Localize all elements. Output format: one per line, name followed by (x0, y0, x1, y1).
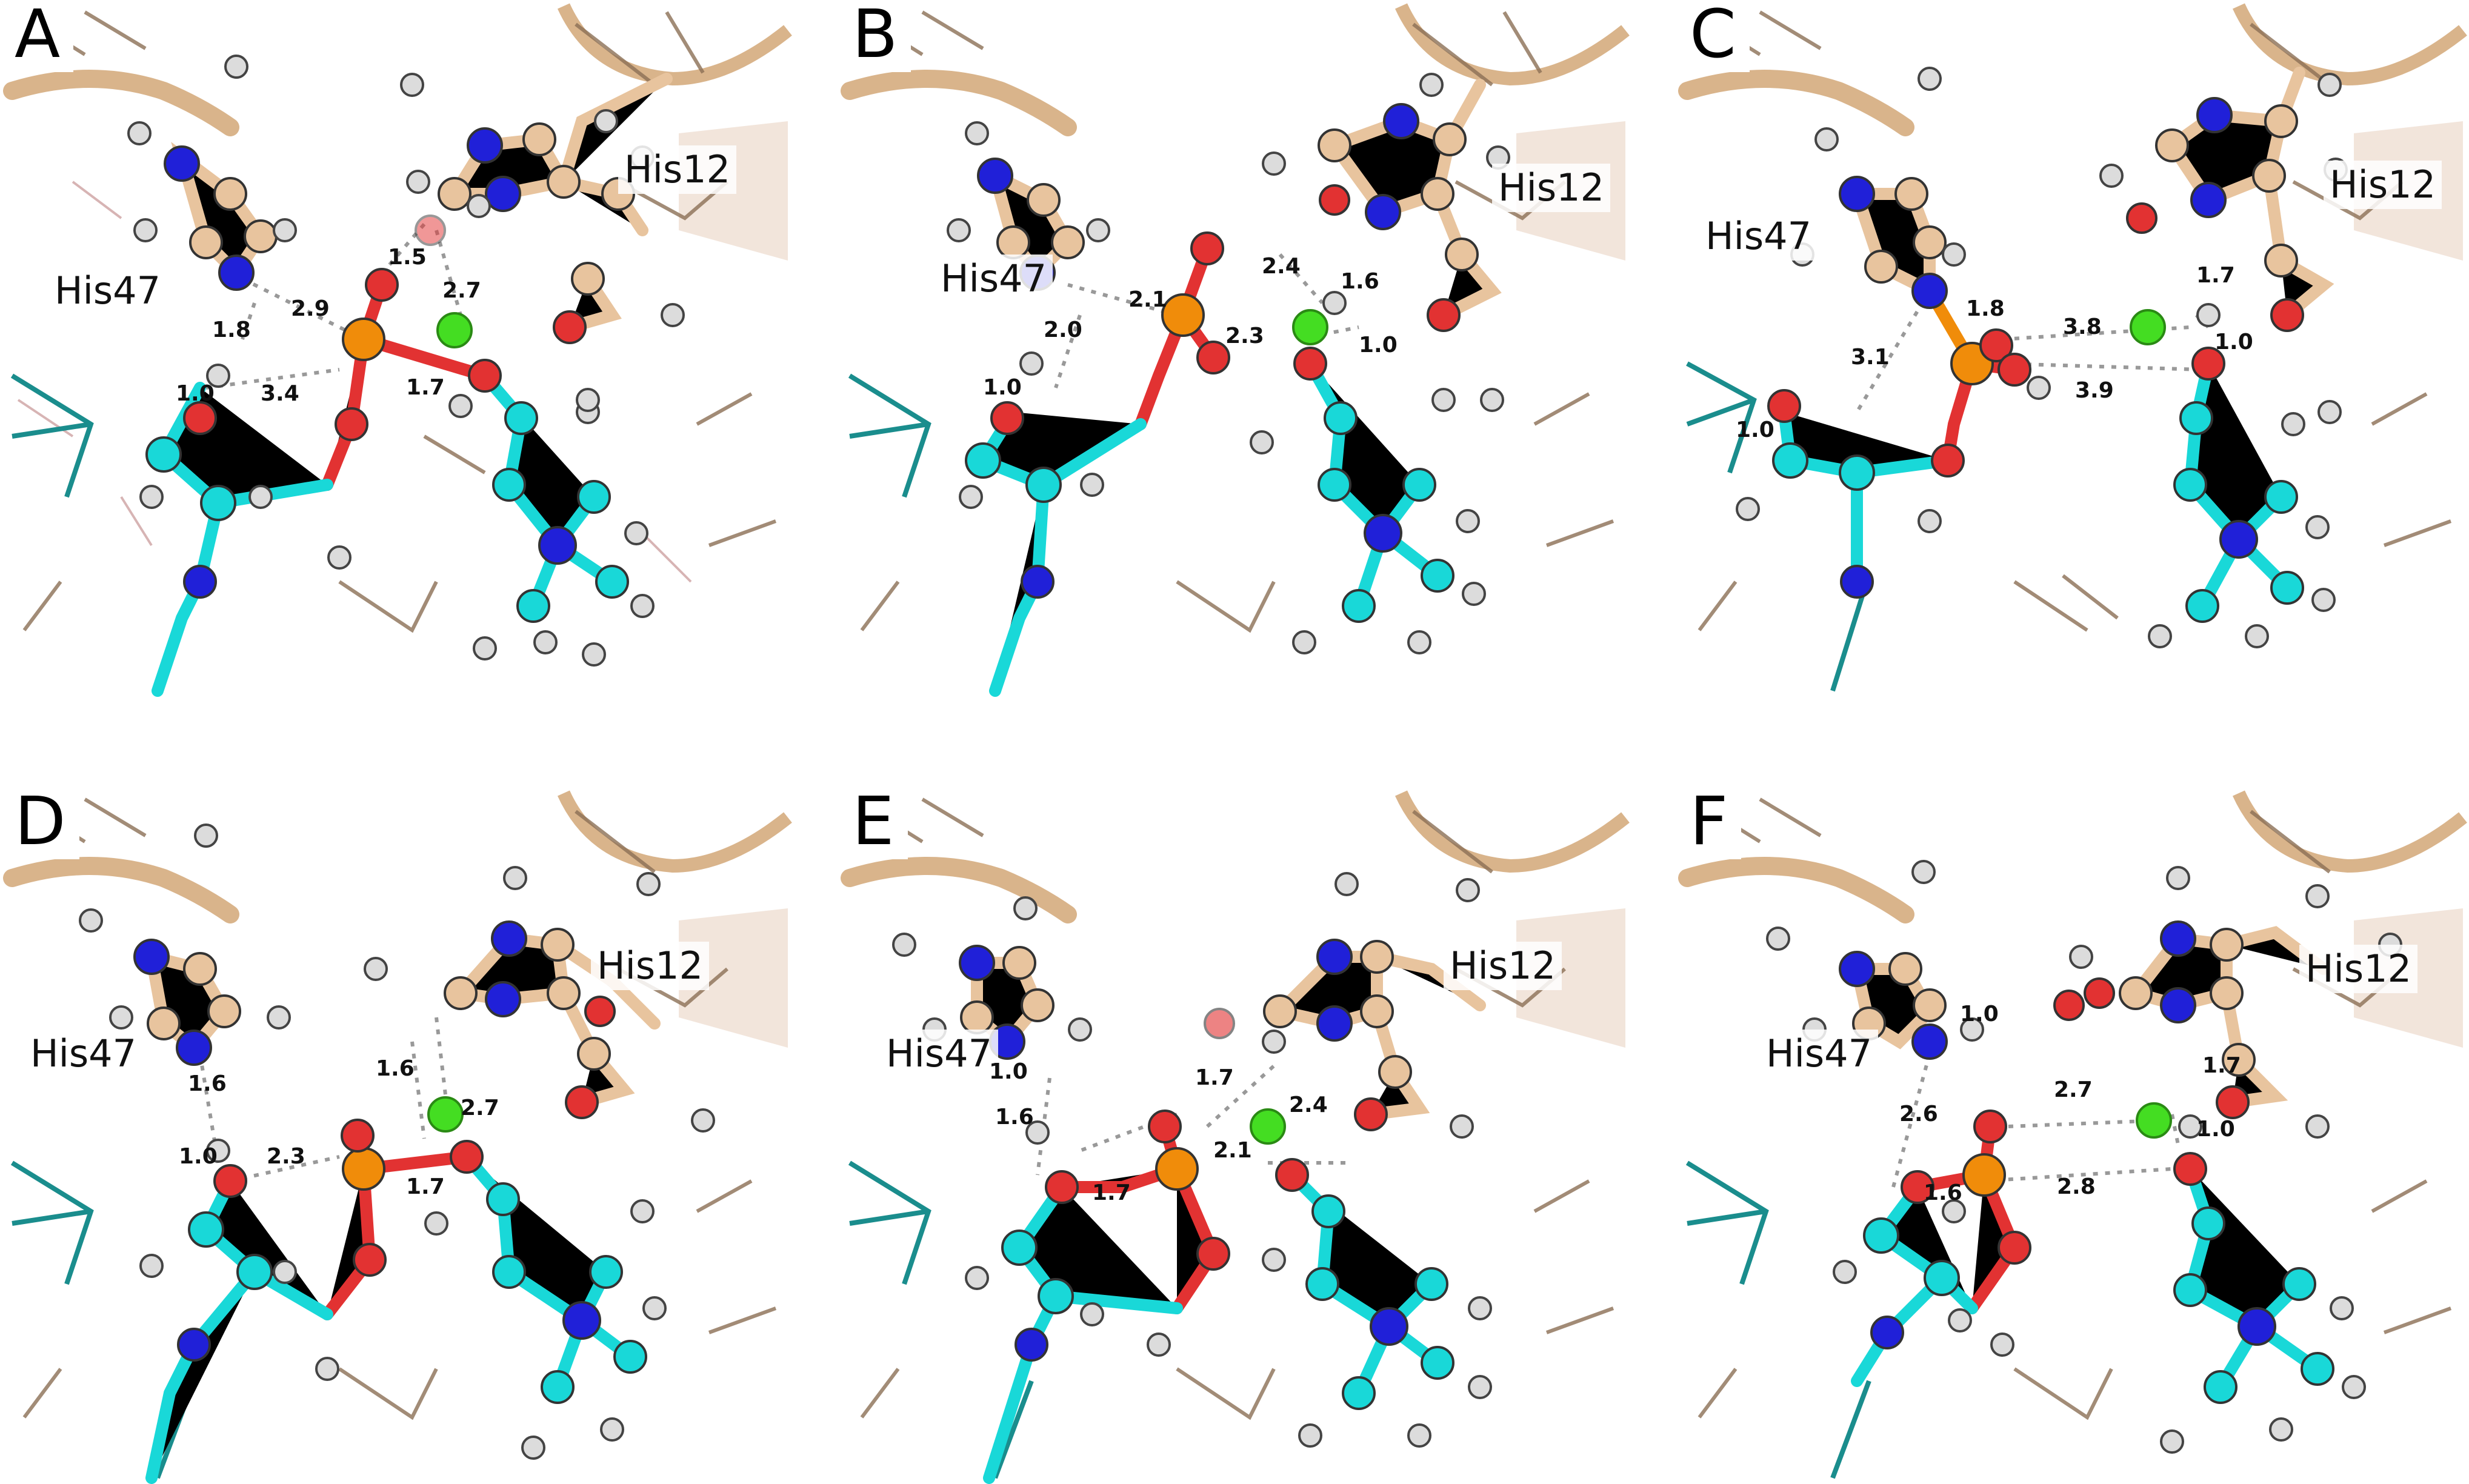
distance-label: 1.0 (2214, 330, 2253, 354)
distance-label: 1.7 (2202, 1053, 2241, 1078)
distance-label: 1.7 (406, 375, 445, 400)
panel-letter: B (846, 0, 911, 72)
distance-label: 3.8 (2063, 314, 2102, 339)
distance-label: 3.4 (261, 381, 299, 406)
panel-letter: E (846, 787, 908, 859)
structure-f (1678, 790, 2467, 1479)
distance-label: 1.6 (995, 1105, 1034, 1130)
distance-label: 1.5 (388, 245, 427, 270)
distance-label: 1.0 (1736, 418, 1774, 442)
residue-label-his47: His47 (1699, 212, 1818, 261)
distance-label: 2.1 (1213, 1138, 1252, 1163)
distance-label: 2.6 (1899, 1102, 1938, 1126)
distance-label: 1.7 (406, 1174, 445, 1199)
residue-label-his12: His12 (2324, 161, 2442, 209)
residue-label-his12: His12 (1492, 164, 1611, 212)
distance-label: 1.6 (1341, 269, 1379, 294)
distance-label: 2.7 (442, 278, 481, 303)
residue-label-his12: His12 (591, 942, 710, 990)
distance-label: 3.1 (1851, 345, 1890, 370)
residue-label-his47: His47 (24, 1030, 143, 1078)
distance-label: 2.4 (1289, 1093, 1328, 1117)
panel-b: B His12 His47 2.4 1.6 2.1 2.0 2.3 1.0 1.… (838, 0, 1631, 697)
distance-label: 1.0 (179, 1144, 218, 1169)
distance-label: 1.0 (1960, 1002, 1999, 1026)
distance-label: 1.8 (1966, 296, 2005, 321)
distance-label: 3.9 (2075, 378, 2114, 403)
panel-c: C His12 His47 1.8 1.7 3.8 1.0 3.1 1.0 3.… (1675, 0, 2469, 697)
panel-letter: A (8, 0, 74, 72)
distance-label: 1.0 (1359, 333, 1398, 358)
distance-label: 1.0 (2196, 1117, 2235, 1142)
distance-label: 1.0 (983, 375, 1022, 400)
distance-label: 2.7 (461, 1096, 499, 1120)
residue-label-his47: His47 (48, 267, 167, 315)
distance-label: 2.4 (1262, 254, 1301, 279)
panel-f: F His12 His47 1.0 2.7 1.7 1.0 2.6 2.8 1.… (1675, 787, 2469, 1484)
panel-a: A His12 His47 1.5 2.7 2.9 1.8 1.0 3.4 1.… (0, 0, 794, 697)
residue-label-his47: His47 (1760, 1030, 1879, 1078)
distance-label: 2.3 (1225, 324, 1264, 348)
distance-label: 1.8 (212, 318, 251, 342)
residue-label-his47: His47 (880, 1030, 999, 1078)
panel-letter: D (8, 787, 79, 859)
distance-label: 1.0 (176, 381, 215, 406)
residue-label-his12: His12 (618, 145, 737, 194)
structure-a (3, 3, 792, 697)
distance-label: 2.1 (1128, 287, 1167, 312)
structure-d (3, 790, 792, 1484)
panel-letter: C (1684, 0, 1750, 72)
structure-b (841, 3, 1630, 697)
structure-e (841, 790, 1630, 1484)
distance-label: 1.6 (376, 1056, 415, 1081)
distance-label: 2.0 (1044, 318, 1082, 342)
distance-label: 2.8 (2057, 1174, 2096, 1199)
distance-label: 1.6 (1924, 1180, 1962, 1205)
distance-label: 1.7 (1195, 1065, 1234, 1090)
distance-label: 2.9 (291, 296, 330, 321)
panel-letter: F (1684, 787, 1742, 859)
structure-c (1678, 3, 2467, 692)
panel-d: D His12 His47 1.6 1.6 2.7 1.0 2.3 1.7 (0, 787, 794, 1484)
residue-label-his47: His47 (935, 255, 1053, 303)
residue-label-his12: His12 (1444, 942, 1562, 990)
residue-label-his12: His12 (2299, 945, 2418, 993)
distance-label: 1.0 (989, 1059, 1028, 1084)
distance-label: 1.7 (1092, 1180, 1131, 1205)
distance-label: 1.7 (2196, 263, 2235, 288)
panel-e: E His12 His47 1.0 1.7 1.6 2.4 2.1 1.7 (838, 787, 1631, 1484)
distance-label: 2.7 (2054, 1077, 2093, 1102)
distance-label: 2.3 (267, 1144, 305, 1169)
distance-label: 1.6 (188, 1071, 227, 1096)
